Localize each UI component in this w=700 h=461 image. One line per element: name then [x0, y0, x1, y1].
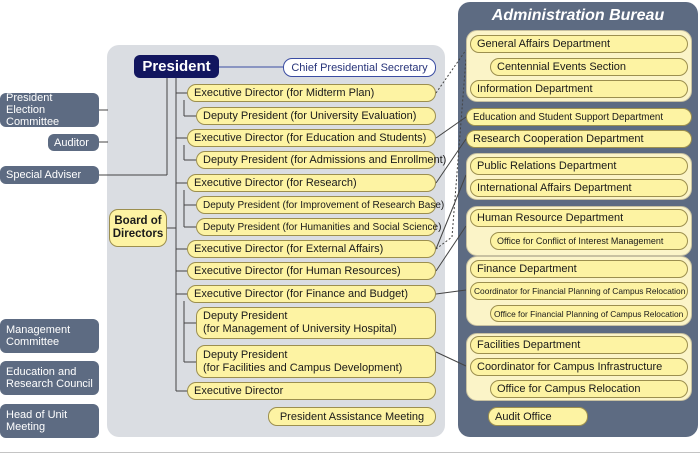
deputy-university-evaluation: Deputy President (for University Evaluat… [196, 107, 436, 125]
chief-presidential-secretary-box: Chief Presidential Secretary [283, 58, 436, 77]
coordinator-financial-planning: Coordinator for Financial Planning of Ca… [470, 282, 688, 300]
exec-dir-external-affairs: Executive Director (for External Affairs… [187, 240, 436, 258]
information-department: Information Department [470, 80, 688, 98]
president-assistance-meeting: President Assistance Meeting [268, 407, 436, 426]
exec-dir-finance-budget: Executive Director (for Finance and Budg… [187, 285, 436, 303]
international-affairs-department: International Affairs Department [470, 179, 688, 197]
exec-dir-human-resources: Executive Director (for Human Resources) [187, 262, 436, 280]
office-conflict-interest: Office for Conflict of Interest Manageme… [490, 232, 688, 250]
bureau-title: Administration Bureau [491, 7, 665, 24]
board-of-directors-box: Board of Directors [109, 209, 167, 247]
finance-department: Finance Department [470, 260, 688, 278]
coordinator-campus-infrastructure: Coordinator for Campus Infrastructure [470, 358, 688, 376]
human-resource-department: Human Resource Department [470, 209, 688, 227]
deputy-humanities-social-science: Deputy President (for Humanities and Soc… [196, 218, 441, 236]
centennial-events-section: Centennial Events Section [490, 58, 688, 76]
deputy-research-base: Deputy President (for Improvement of Res… [196, 196, 444, 214]
research-cooperation-department: Research Cooperation Department [466, 130, 692, 148]
management-committee-box: Management Committee [0, 319, 99, 353]
general-affairs-department: General Affairs Department [470, 35, 688, 53]
bottom-divider [0, 452, 700, 453]
education-student-support-department: Education and Student Support Department [466, 108, 692, 126]
exec-dir-research: Executive Director (for Research) [187, 174, 436, 192]
deputy-facilities-campus: Deputy President (for Facilities and Cam… [196, 345, 436, 378]
auditor-box: Auditor [48, 134, 99, 151]
audit-office: Audit Office [488, 407, 588, 426]
education-research-council-box: Education and Research Council [0, 361, 99, 395]
office-financial-planning: Office for Financial Planning of Campus … [490, 305, 688, 322]
exec-dir-general: Executive Director [187, 382, 436, 400]
facilities-department: Facilities Department [470, 336, 688, 354]
exec-dir-midterm-plan: Executive Director (for Midterm Plan) [187, 84, 436, 102]
public-relations-department: Public Relations Department [470, 157, 688, 175]
president-box: President [134, 55, 219, 78]
head-of-unit-meeting-box: Head of Unit Meeting [0, 404, 99, 438]
president-election-committee-box: President Election Committee [0, 92, 99, 128]
deputy-admissions-enrollment: Deputy President (for Admissions and Enr… [196, 151, 446, 169]
office-campus-relocation: Office for Campus Relocation [490, 380, 688, 398]
special-adviser-box: Special Adviser [0, 166, 99, 184]
exec-dir-education-students: Executive Director (for Education and St… [187, 129, 436, 147]
deputy-university-hospital: Deputy President (for Management of Univ… [196, 307, 436, 339]
